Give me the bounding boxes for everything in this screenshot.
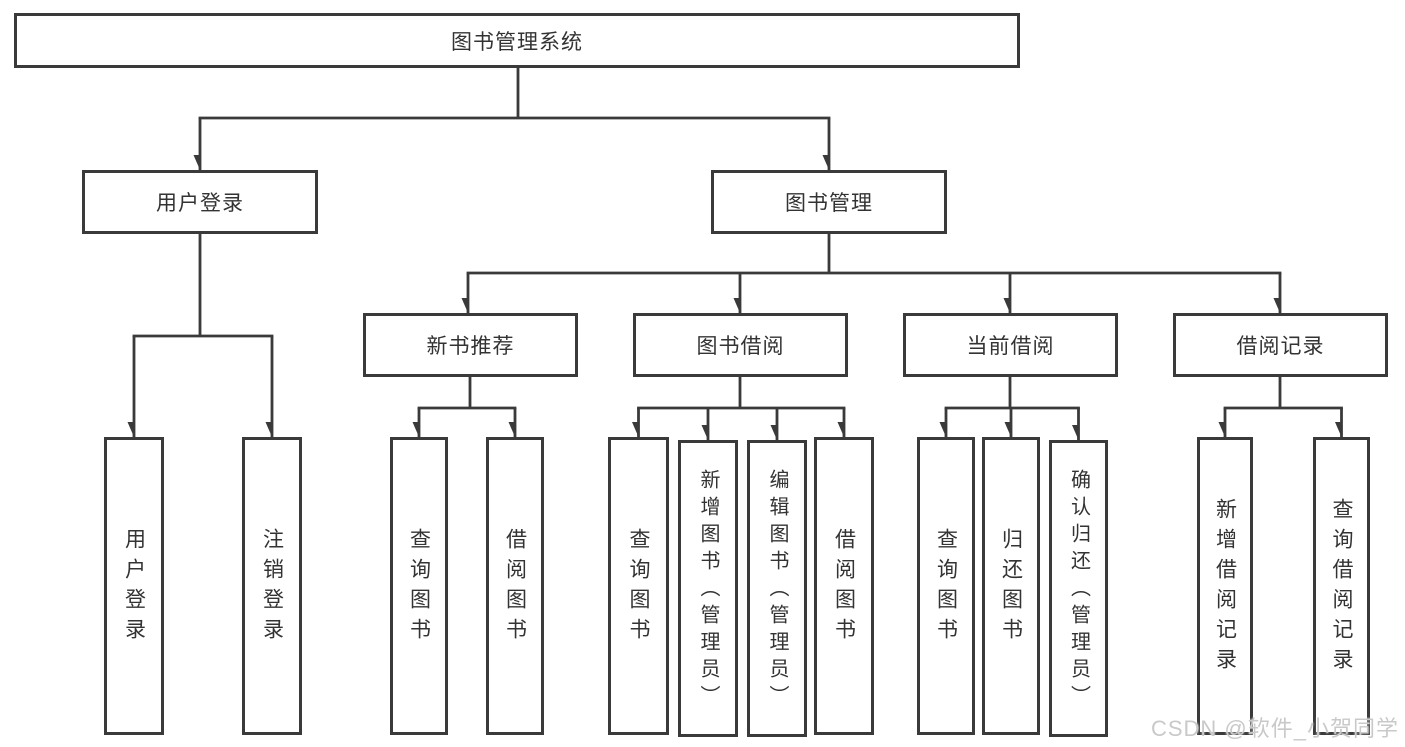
node-library-system: 图书管理系统 [14, 13, 1020, 68]
node-query-borrow-record: 查询借阅记录 [1313, 437, 1370, 735]
node-query-books-borrowing: 查询图书 [608, 437, 669, 735]
node-book-borrowing: 图书借阅 [633, 313, 848, 377]
node-user-login-group: 用户登录 [82, 170, 318, 234]
node-add-borrow-record: 新增借阅记录 [1197, 437, 1253, 735]
node-query-books-recommend: 查询图书 [390, 437, 448, 735]
node-user-login: 用户登录 [104, 437, 164, 735]
node-edit-books-admin: 编辑图书（管理员） [747, 440, 807, 737]
node-new-book-recommend: 新书推荐 [363, 313, 578, 377]
node-borrow-books: 借阅图书 [814, 437, 874, 735]
node-query-books-current: 查询图书 [917, 437, 975, 735]
node-borrow-books-recommend: 借阅图书 [486, 437, 544, 735]
node-borrowing-records: 借阅记录 [1173, 313, 1388, 377]
node-logout: 注销登录 [242, 437, 302, 735]
node-return-books: 归还图书 [982, 437, 1040, 735]
node-add-books-admin: 新增图书（管理员） [678, 440, 738, 737]
node-book-management-group: 图书管理 [711, 170, 947, 234]
node-confirm-return-admin: 确认归还（管理员） [1049, 440, 1108, 737]
node-current-borrowing: 当前借阅 [903, 313, 1118, 377]
csdn-watermark: CSDN @软件_小贺同学 [1150, 716, 1399, 741]
